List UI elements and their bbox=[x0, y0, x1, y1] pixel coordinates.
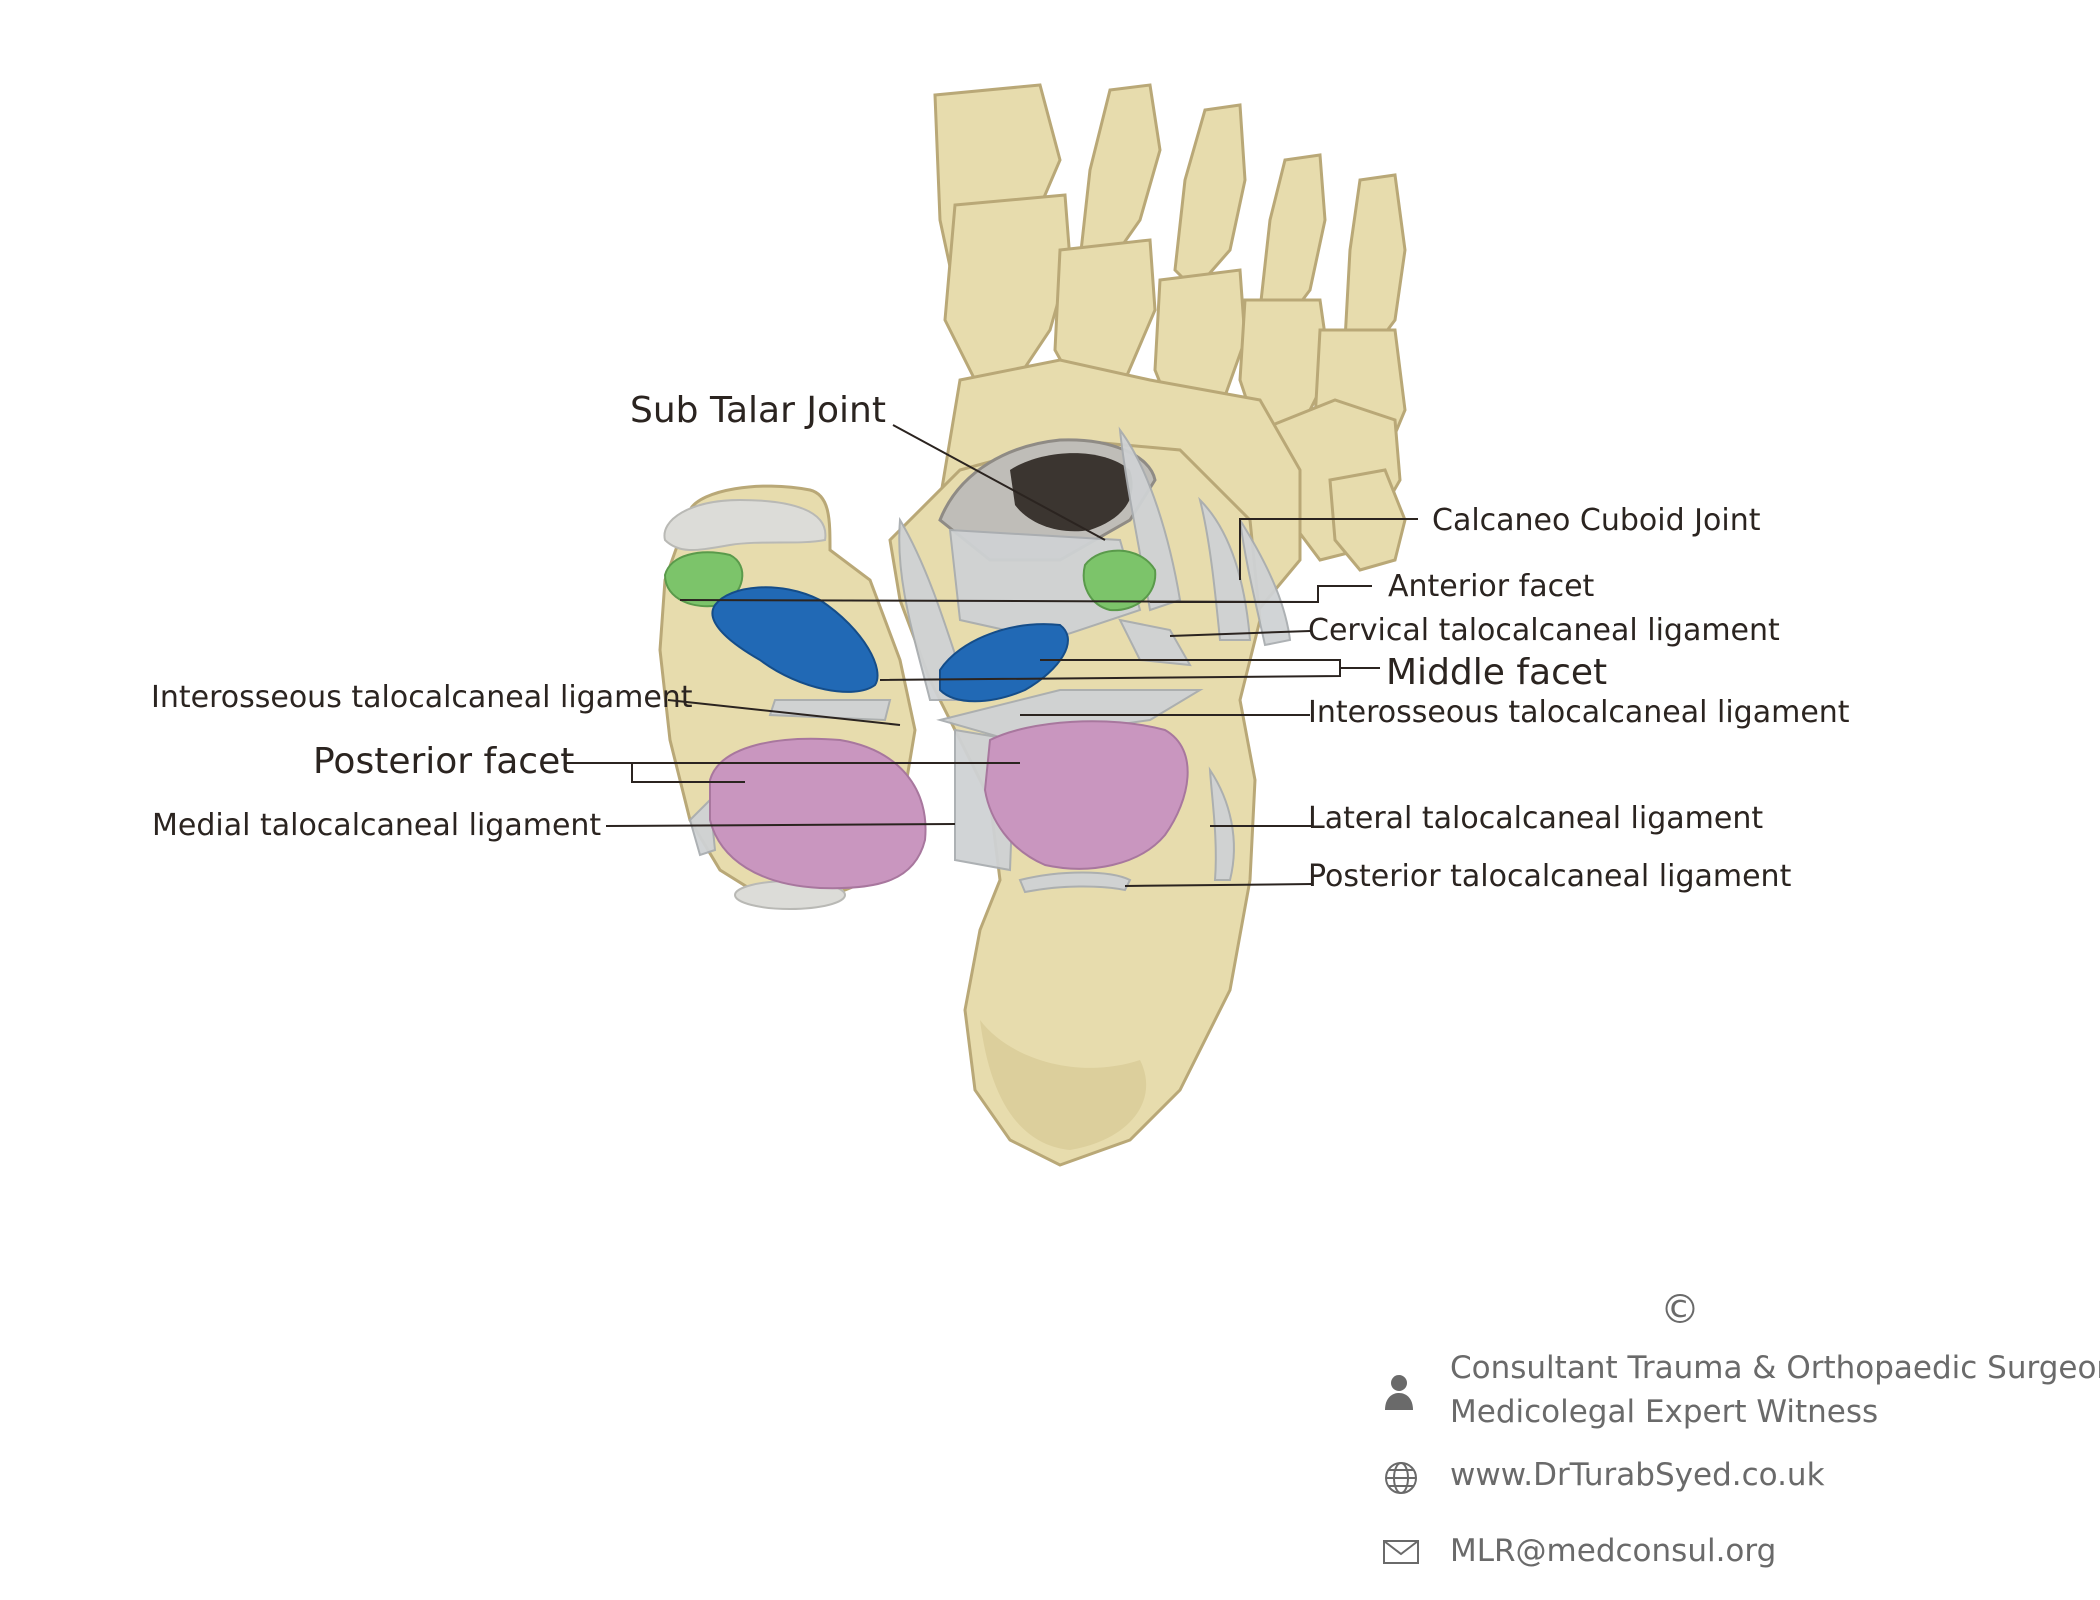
sinus-tarsi bbox=[938, 438, 1157, 562]
label-cervical-talocalcaneal-ligament: Cervical talocalcaneal ligament bbox=[1308, 613, 1780, 648]
leader-lines bbox=[564, 424, 1418, 887]
forefoot-bones bbox=[933, 83, 1407, 572]
credit-website[interactable]: www.DrTurabSyed.co.uk bbox=[1450, 1457, 1825, 1493]
middle-facet-talus bbox=[711, 586, 879, 693]
label-medial-talocalcaneal-ligament: Medial talocalcaneal ligament bbox=[152, 808, 602, 843]
globe-icon bbox=[1385, 1462, 1417, 1494]
label-interosseous-talocalcaneal-ligament-left: Interosseous talocalcaneal ligament bbox=[151, 680, 693, 715]
middle-facet-calcaneus bbox=[939, 623, 1069, 703]
label-anterior-facet: Anterior facet bbox=[1388, 569, 1595, 604]
leader-calcaneo-cuboid-joint bbox=[1239, 518, 1418, 580]
posterior-facet-calcaneus bbox=[983, 720, 1189, 870]
label-interosseous-talocalcaneal-ligament-right: Interosseous talocalcaneal ligament bbox=[1308, 695, 1850, 730]
label-lateral-talocalcaneal-ligament: Lateral talocalcaneal ligament bbox=[1308, 801, 1764, 836]
mail-icon bbox=[1383, 1540, 1419, 1564]
leader-middle-facet bbox=[879, 659, 1380, 681]
leader-interosseous-left bbox=[667, 699, 901, 726]
leader-posterior-ligament bbox=[1124, 883, 1313, 887]
label-sub-talar-joint: Sub Talar Joint bbox=[630, 390, 886, 431]
label-calcaneo-cuboid-joint: Calcaneo Cuboid Joint bbox=[1432, 503, 1761, 538]
leader-anterior-facet bbox=[679, 585, 1372, 604]
articular-facets bbox=[663, 549, 1189, 890]
credit-email[interactable]: MLR@medconsul.org bbox=[1450, 1533, 1777, 1569]
label-posterior-talocalcaneal-ligament: Posterior talocalcaneal ligament bbox=[1308, 859, 1792, 894]
leader-medial-ligament bbox=[605, 823, 956, 827]
label-middle-facet: Middle facet bbox=[1386, 652, 1608, 693]
label-posterior-facet: Posterior facet bbox=[313, 741, 575, 782]
person-icon bbox=[1385, 1375, 1413, 1410]
leader-cervical-ligament bbox=[1169, 630, 1311, 637]
anterior-facet-calcaneus bbox=[1082, 549, 1157, 612]
leader-posterior-facet bbox=[564, 762, 1020, 783]
credit-title-line2: Medicolegal Expert Witness bbox=[1450, 1394, 1879, 1430]
credit-title-line1: Consultant Trauma & Orthopaedic Surgeon bbox=[1450, 1350, 2100, 1386]
leader-sub-talar-joint bbox=[892, 424, 1106, 541]
copyright-icon: © bbox=[1660, 1287, 1700, 1333]
posterior-facet-talus bbox=[709, 737, 927, 890]
